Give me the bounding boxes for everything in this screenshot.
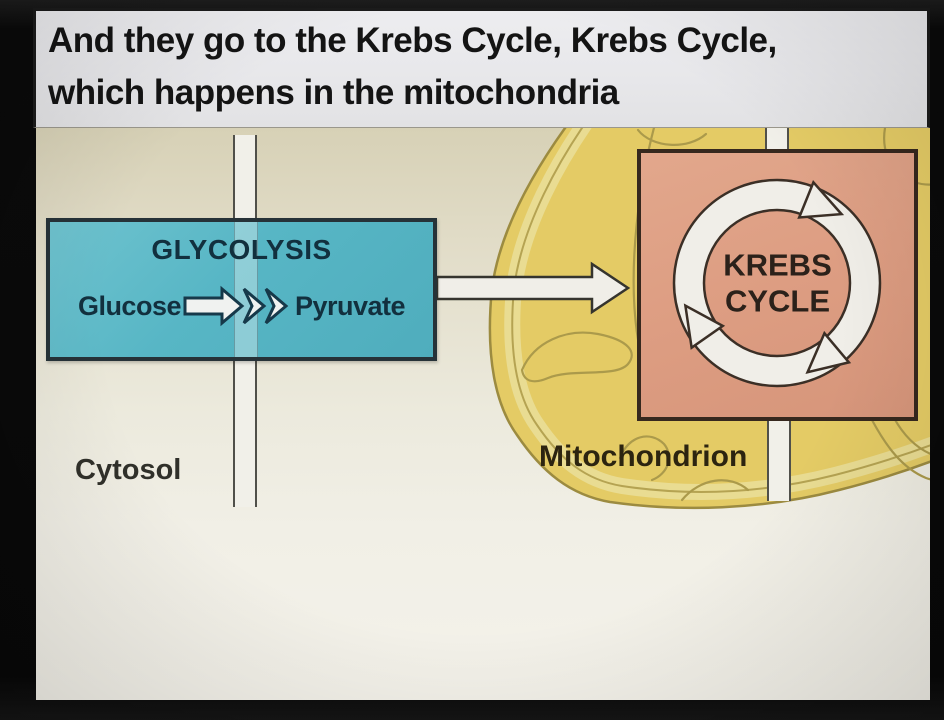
- krebs-cycle-box: KREBS CYCLE: [637, 149, 918, 421]
- glucose-label: Glucose: [77, 290, 182, 321]
- krebs-cycle-title: KREBS CYCLE: [641, 248, 914, 320]
- glycolysis-box: GLYCOLYSIS Glucose Pyruvate: [46, 218, 437, 361]
- membrane-bar-bottom-left: [233, 361, 257, 507]
- membrane-bar-top-right: [765, 128, 789, 149]
- glycolysis-to-krebs-arrow-icon: [435, 261, 631, 315]
- krebs-title-line-1: KREBS: [723, 247, 832, 283]
- krebs-cycle-circular-arrow-icon: [672, 178, 882, 388]
- caption-line-1: And they go to the Krebs Cycle, Krebs Cy…: [48, 21, 777, 60]
- membrane-bar-through-glycolysis: [234, 222, 258, 357]
- diagram-area: GLYCOLYSIS Glucose Pyruvate: [36, 128, 930, 700]
- pyruvate-label: Pyruvate: [294, 290, 406, 321]
- krebs-title-line-2: CYCLE: [724, 283, 831, 319]
- membrane-bar-bottom-right: [767, 421, 791, 501]
- glucose-to-pyruvate-arrows-icon: [183, 285, 289, 327]
- caption-line-2: which happens in the mitochondria: [48, 73, 619, 112]
- mitochondrion-label: Mitochondrion: [539, 440, 748, 473]
- mitochondrion-inner-membrane: [511, 128, 930, 493]
- membrane-bar-top-left: [233, 135, 257, 218]
- glycolysis-title: GLYCOLYSIS: [151, 234, 332, 265]
- caption-box: And they go to the Krebs Cycle, Krebs Cy…: [33, 8, 930, 128]
- cytosol-label: Cytosol: [75, 454, 182, 486]
